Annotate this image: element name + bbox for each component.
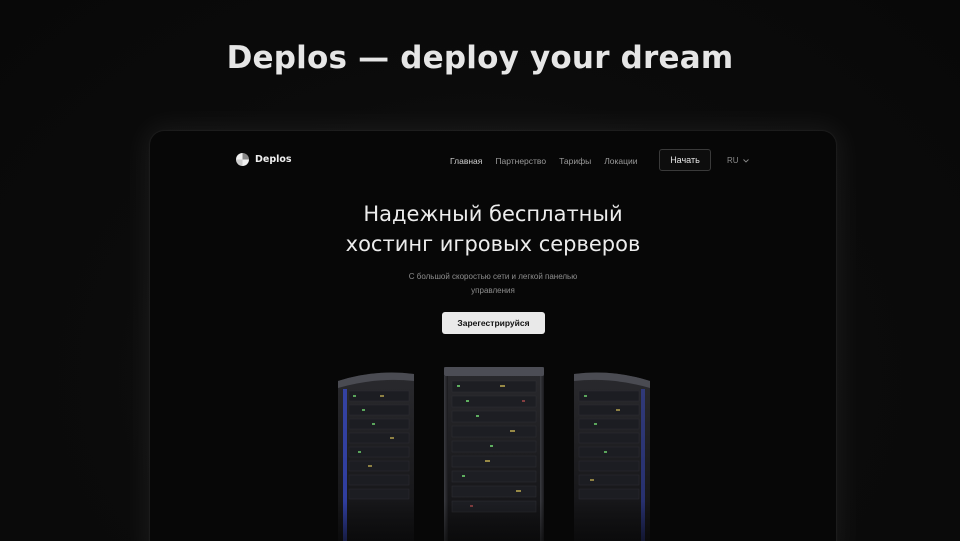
bottom-fade [150, 501, 836, 541]
nav-link-locations[interactable]: Локации [604, 156, 638, 166]
hero-title-line-2: хостинг игровых серверов [345, 232, 641, 256]
nav-link-partnership[interactable]: Партнерство [495, 156, 547, 166]
hero-subtitle-line-2: управления [471, 286, 515, 295]
chevron-down-icon [742, 158, 749, 163]
register-button[interactable]: Зарегестрируйся [442, 312, 545, 334]
logo-icon [236, 153, 249, 166]
server-rack-left [338, 372, 414, 541]
hero-title-line-1: Надежный бесплатный [363, 202, 623, 226]
hero-title: Надежный бесплатный хостинг игровых серв… [150, 199, 836, 259]
nav-link-home[interactable]: Главная [450, 156, 483, 166]
start-button[interactable]: Начать [659, 149, 711, 171]
top-nav: Deplos Главная Партнерство Тарифы Локаци… [150, 131, 836, 191]
nav-link-pricing[interactable]: Тарифы [559, 156, 592, 166]
language-selector[interactable]: RU [727, 156, 749, 165]
logo[interactable]: Deplos [236, 153, 292, 166]
hero-subtitle: С большой скоростью сети и легкой панель… [388, 270, 598, 298]
logo-text: Deplos [255, 154, 292, 165]
nav-links: Главная Партнерство Тарифы Локации [450, 156, 638, 166]
hero-subtitle-line-1: С большой скоростью сети и легкой панель… [408, 272, 578, 281]
promo-title: Deplos — deploy your dream [226, 40, 734, 76]
language-label: RU [727, 156, 739, 165]
website-preview: Deplos Главная Партнерство Тарифы Локаци… [150, 131, 836, 541]
server-rack-right [574, 372, 650, 541]
